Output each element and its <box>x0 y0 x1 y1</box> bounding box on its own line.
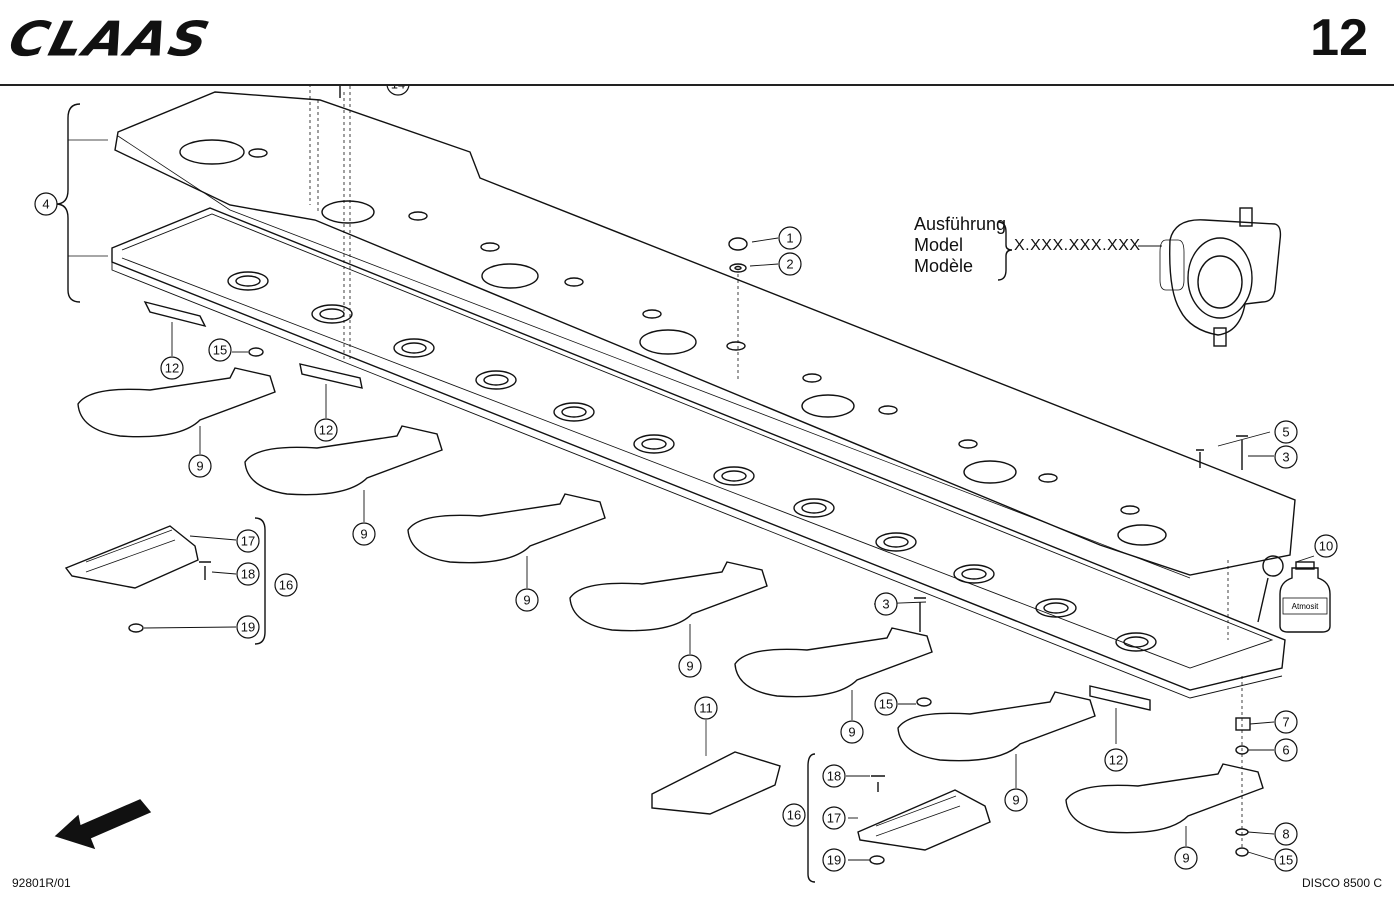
callout-9: 9 <box>188 454 212 478</box>
svg-text:9: 9 <box>1182 851 1189 866</box>
callout-9: 9 <box>1174 846 1198 870</box>
svg-text:9: 9 <box>360 527 367 542</box>
model-name: DISCO 8500 C <box>1301 876 1382 890</box>
callout-16: 16 <box>782 803 806 827</box>
svg-text:14: 14 <box>391 86 405 92</box>
exploded-parts-diagram: 13 14 4 1 2 12 15 12 9 9 9 9 9 9 9 17 18… <box>34 86 1338 883</box>
callout-12: 12 <box>160 356 184 380</box>
oil-bottle-10 <box>1257 555 1331 633</box>
top-cover-plate <box>114 91 1296 576</box>
svg-text:9: 9 <box>848 725 855 740</box>
callout-5: 5 <box>1274 420 1298 444</box>
callout-16: 16 <box>274 573 298 597</box>
svg-text:19: 19 <box>827 853 841 868</box>
page-header: CLAAS 12 <box>0 0 1394 86</box>
svg-text:11: 11 <box>699 701 713 716</box>
callout-11: 11 <box>694 696 718 720</box>
callout-9: 9 <box>515 588 539 612</box>
svg-text:17: 17 <box>827 811 841 826</box>
svg-text:10: 10 <box>1319 539 1333 554</box>
callout-17: 17 <box>236 529 260 553</box>
callout-9: 9 <box>840 720 864 744</box>
callout-15: 15 <box>1274 848 1298 872</box>
model-labels: Ausführung Model Modèle <box>914 214 1006 277</box>
brand-logo: CLAAS <box>3 12 217 68</box>
callout-4: 4 <box>34 192 58 216</box>
direction-arrow-icon <box>54 799 152 850</box>
callout-8: 8 <box>1274 822 1298 846</box>
callout-3: 3 <box>874 592 898 616</box>
svg-text:18: 18 <box>827 769 841 784</box>
svg-text:9: 9 <box>523 593 530 608</box>
svg-text:9: 9 <box>686 659 693 674</box>
label-model: Model <box>914 235 964 255</box>
callout-3: 3 <box>1274 445 1298 469</box>
page-number: 12 <box>1310 9 1368 67</box>
callout-18: 18 <box>822 764 846 788</box>
callout-12: 12 <box>314 418 338 442</box>
callout-15: 15 <box>874 692 898 716</box>
callout-15: 15 <box>208 338 232 362</box>
callout-9: 9 <box>1004 788 1028 812</box>
callout-6: 6 <box>1274 738 1298 762</box>
svg-text:15: 15 <box>1279 853 1293 868</box>
callout-19: 19 <box>822 848 846 872</box>
callout-14: 14 <box>386 86 410 96</box>
svg-text:12: 12 <box>319 423 333 438</box>
disc-bearing-rings <box>227 271 1157 652</box>
callout-19: 19 <box>236 615 260 639</box>
svg-text:8: 8 <box>1282 827 1289 842</box>
svg-text:15: 15 <box>879 697 893 712</box>
callout-2: 2 <box>778 252 802 276</box>
svg-text:18: 18 <box>241 567 255 582</box>
serial-plate-drawing <box>1159 207 1282 347</box>
callout-12: 12 <box>1104 748 1128 772</box>
document-code: 92801R/01 <box>12 876 71 890</box>
svg-text:19: 19 <box>241 620 255 635</box>
svg-text:16: 16 <box>279 578 293 593</box>
callout-17: 17 <box>822 806 846 830</box>
svg-text:16: 16 <box>787 808 801 823</box>
svg-text:1: 1 <box>786 231 793 246</box>
label-modele: Modèle <box>914 256 974 276</box>
svg-text:12: 12 <box>165 361 179 376</box>
svg-text:3: 3 <box>1282 450 1289 465</box>
svg-text:3: 3 <box>882 597 889 612</box>
skid-parts <box>77 367 1264 834</box>
svg-text:7: 7 <box>1282 715 1289 730</box>
svg-text:9: 9 <box>1012 793 1019 808</box>
svg-text:15: 15 <box>213 343 227 358</box>
svg-text:2: 2 <box>786 257 793 272</box>
model-code: X.XXX.XXX.XXX <box>1014 237 1141 254</box>
callout-18: 18 <box>236 562 260 586</box>
svg-text:12: 12 <box>1109 753 1123 768</box>
svg-text:5: 5 <box>1282 425 1289 440</box>
callout-10: 10 <box>1314 534 1338 558</box>
callout-9: 9 <box>678 654 702 678</box>
callout-1: 1 <box>778 226 802 250</box>
svg-text:17: 17 <box>241 534 255 549</box>
label-ausfuehrung: Ausführung <box>914 214 1007 234</box>
callout-7: 7 <box>1274 710 1298 734</box>
svg-text:9: 9 <box>196 459 203 474</box>
cutter-bar-frame <box>111 207 1286 691</box>
callout-9: 9 <box>352 522 376 546</box>
svg-text:4: 4 <box>42 197 49 212</box>
bottle-label: Atmosit <box>1292 602 1319 611</box>
svg-text:6: 6 <box>1282 743 1289 758</box>
